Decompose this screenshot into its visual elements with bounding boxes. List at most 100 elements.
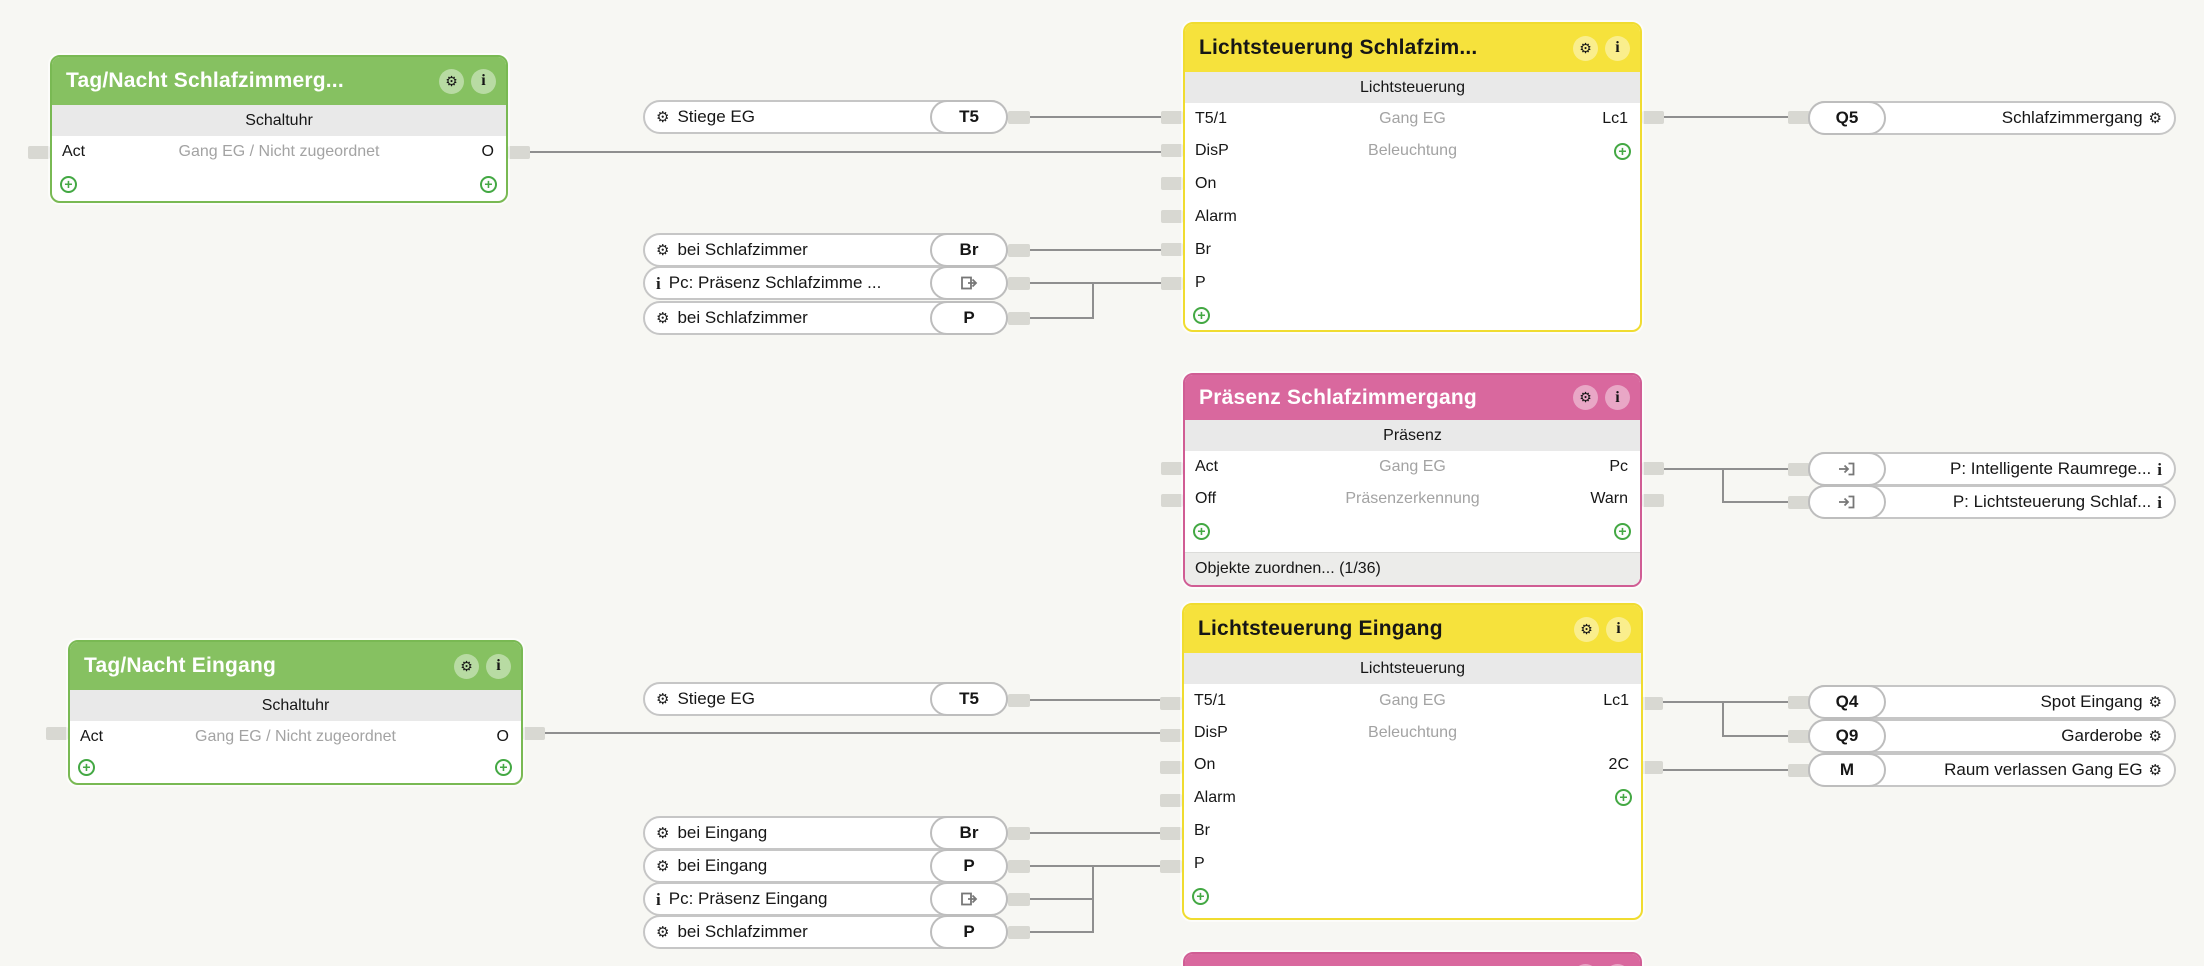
info-icon[interactable]: i — [656, 273, 661, 293]
add-input-icon[interactable]: + — [1193, 522, 1210, 540]
connector-stub[interactable] — [28, 146, 50, 159]
info-icon[interactable]: i — [2157, 459, 2162, 479]
gear-icon[interactable]: ⚙ — [2148, 693, 2162, 711]
gear-icon[interactable]: ⚙ — [656, 923, 670, 941]
output-port-2c[interactable]: 2C — [1608, 756, 1629, 773]
block-tag-nacht-eingang[interactable]: Tag/Nacht Eingang ⚙ i Schaltuhr Act Gang… — [68, 640, 523, 785]
info-icon[interactable]: i — [1605, 35, 1630, 61]
input-ref-stiege-eg-1[interactable]: ⚙ Stiege EG T5 — [643, 100, 1008, 134]
gear-icon[interactable]: ⚙ — [656, 309, 670, 327]
gear-icon[interactable]: ⚙ — [2148, 109, 2162, 127]
block-lichtsteuerung-eingang[interactable]: Lichtsteuerung Eingang ⚙ i Lichtsteuerun… — [1182, 603, 1643, 920]
info-icon[interactable]: i — [1605, 964, 1630, 966]
gear-icon[interactable]: ⚙ — [1573, 964, 1598, 966]
input-ref-bei-schlafzimmer-br[interactable]: ⚙ bei Schlafzimmer Br — [643, 233, 1008, 267]
input-port-p[interactable]: P — [1194, 854, 1205, 872]
block-header[interactable]: Tag/Nacht Eingang ⚙ i — [70, 642, 521, 690]
block-praesenz-schlafzimmergang[interactable]: Präsenz Schlafzimmergang ⚙ i Präsenz Act… — [1183, 373, 1642, 587]
input-port-disp[interactable]: DisP — [1195, 142, 1229, 159]
input-port-br[interactable]: Br — [1195, 240, 1211, 258]
output-ref-q9-garderobe[interactable]: Q9 Garderobe ⚙ — [1808, 719, 2176, 753]
connector-stub[interactable] — [1160, 794, 1182, 807]
add-output-icon[interactable]: + — [480, 175, 497, 193]
info-icon[interactable]: i — [2157, 492, 2162, 512]
connector-stub[interactable] — [1008, 244, 1030, 257]
block-lichtsteuerung-schlafzimmer[interactable]: Lichtsteuerung Schlafzim... ⚙ i Lichtste… — [1183, 22, 1642, 332]
connector-stub[interactable] — [1788, 111, 1810, 124]
block-header[interactable]: Lichtsteuerung Schlafzim... ⚙ i — [1185, 24, 1640, 72]
connector-stub[interactable] — [523, 727, 545, 740]
input-port-on[interactable]: On — [1195, 174, 1217, 192]
input-port-act[interactable]: Act — [62, 143, 86, 160]
add-input-icon[interactable]: + — [1193, 306, 1210, 324]
info-icon[interactable]: i — [486, 653, 511, 679]
info-icon[interactable]: i — [656, 889, 661, 909]
connector-stub[interactable] — [1008, 277, 1030, 290]
add-output-icon[interactable]: + — [495, 759, 512, 776]
info-icon[interactable]: i — [1606, 616, 1631, 642]
connector-stub[interactable] — [1160, 697, 1182, 710]
gear-icon[interactable]: ⚙ — [656, 241, 670, 259]
gear-icon[interactable]: ⚙ — [2148, 727, 2162, 745]
gear-icon[interactable]: ⚙ — [656, 108, 670, 126]
gear-icon[interactable]: ⚙ — [656, 857, 670, 875]
add-input-icon[interactable]: + — [60, 175, 77, 193]
connector-stub[interactable] — [1160, 761, 1182, 774]
input-port-p[interactable]: P — [1195, 273, 1206, 291]
connector-stub[interactable] — [1788, 764, 1810, 777]
input-port-t5-1[interactable]: T5/1 — [1194, 691, 1227, 709]
add-output-icon[interactable]: + — [1614, 142, 1631, 160]
input-ref-bei-schlafzimmer-p2[interactable]: ⚙ bei Schlafzimmer P — [643, 915, 1008, 949]
input-ref-pc-praesenz-schlafzimmer[interactable]: i Pc: Präsenz Schlafzimme ... — [643, 266, 1008, 300]
input-port-off[interactable]: Off — [1195, 490, 1217, 507]
connector-stub[interactable] — [1788, 463, 1810, 476]
connector-stub[interactable] — [1008, 893, 1030, 906]
connector-stub[interactable] — [1160, 729, 1182, 742]
output-ref-p-lichtsteuerung-schlafzimmer[interactable]: P: Lichtsteuerung Schlaf... i — [1808, 485, 2176, 519]
connector-stub[interactable] — [1161, 243, 1183, 256]
connector-stub[interactable] — [1641, 761, 1663, 774]
connector-stub[interactable] — [1161, 177, 1183, 190]
block-praesenz-partial[interactable]: ⚙ i — [1183, 952, 1642, 966]
add-input-icon[interactable]: + — [78, 759, 95, 776]
input-port-alarm[interactable]: Alarm — [1195, 207, 1237, 225]
connector-stub[interactable] — [508, 146, 530, 159]
input-port-t5-1[interactable]: T5/1 — [1195, 110, 1228, 127]
connector-stub[interactable] — [1008, 111, 1030, 124]
connector-stub[interactable] — [1161, 494, 1183, 507]
output-port-o[interactable]: O — [481, 143, 494, 160]
gear-icon[interactable]: ⚙ — [1573, 35, 1598, 61]
block-header[interactable]: Lichtsteuerung Eingang ⚙ i — [1184, 605, 1641, 653]
output-ref-m-raum-verlassen[interactable]: M Raum verlassen Gang EG ⚙ — [1808, 753, 2176, 787]
connector-stub[interactable] — [1161, 462, 1183, 475]
output-port-warn[interactable]: Warn — [1590, 490, 1628, 507]
connector-stub[interactable] — [1008, 926, 1030, 939]
input-port-act[interactable]: Act — [1195, 458, 1219, 475]
output-port-lc1[interactable]: Lc1 — [1603, 691, 1629, 709]
gear-icon[interactable]: ⚙ — [1573, 385, 1598, 410]
connector-stub[interactable] — [1161, 111, 1183, 124]
output-ref-q5-schlafzimmergang[interactable]: Q5 Schlafzimmergang ⚙ — [1808, 101, 2176, 135]
connector-stub[interactable] — [1788, 730, 1810, 743]
connector-stub[interactable] — [1642, 111, 1664, 124]
connector-stub[interactable] — [1788, 696, 1810, 709]
input-ref-pc-praesenz-eingang[interactable]: i Pc: Präsenz Eingang — [643, 882, 1008, 916]
add-output-icon[interactable]: + — [1614, 522, 1631, 540]
input-ref-bei-eingang-p[interactable]: ⚙ bei Eingang P — [643, 849, 1008, 883]
gear-icon[interactable]: ⚙ — [439, 68, 464, 94]
gear-icon[interactable]: ⚙ — [2148, 761, 2162, 779]
block-tag-nacht-schlafzimmergang[interactable]: Tag/Nacht Schlafzimmerg... ⚙ i Schaltuhr… — [50, 55, 508, 203]
add-output-icon[interactable]: + — [1615, 789, 1632, 806]
info-icon[interactable]: i — [1605, 385, 1630, 410]
input-ref-bei-eingang-br[interactable]: ⚙ bei Eingang Br — [643, 816, 1008, 850]
output-ref-p-intelligente-raumregelung[interactable]: P: Intelligente Raumrege... i — [1808, 452, 2176, 486]
output-port-o[interactable]: O — [496, 727, 509, 745]
input-ref-stiege-eg-2[interactable]: ⚙ Stiege EG T5 — [643, 682, 1008, 716]
output-port-lc1[interactable]: Lc1 — [1602, 110, 1628, 127]
block-header[interactable]: Tag/Nacht Schlafzimmerg... ⚙ i — [52, 57, 506, 105]
connector-stub[interactable] — [1161, 277, 1183, 290]
connector-stub[interactable] — [1008, 827, 1030, 840]
block-header[interactable]: ⚙ i — [1185, 954, 1640, 966]
input-port-alarm[interactable]: Alarm — [1194, 788, 1236, 806]
